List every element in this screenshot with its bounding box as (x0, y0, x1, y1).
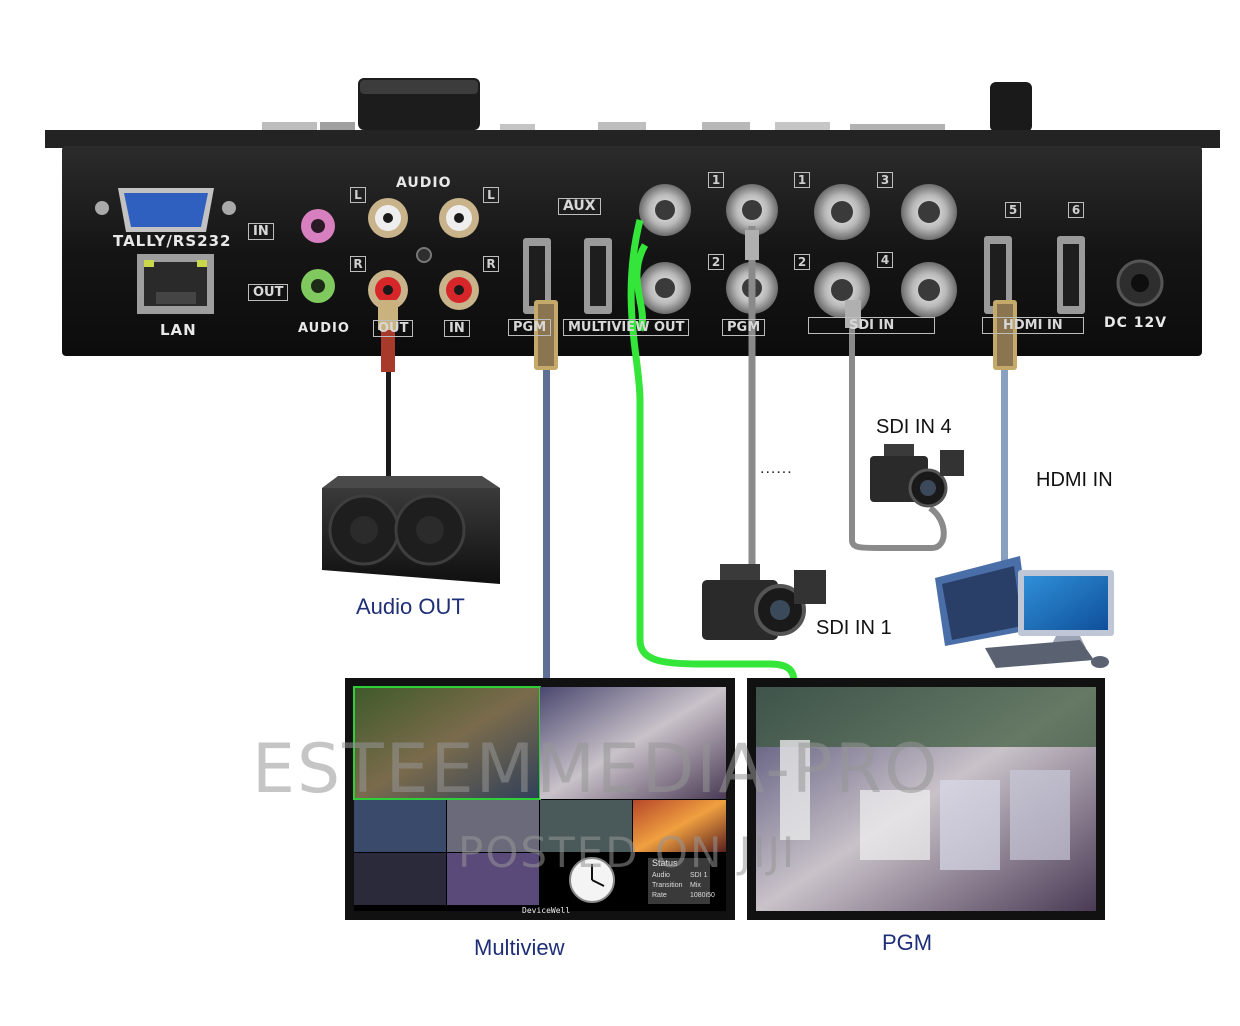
bnc-num-1b: 1 (794, 172, 810, 188)
rca-in-left (439, 198, 479, 238)
status-row-2-value: Mix (690, 882, 701, 889)
hdmi-in-panel-label: HDMI IN (982, 317, 1084, 334)
hdmi-in-label: HDMI IN (1036, 469, 1113, 491)
dc-12v-label: DC 12V (1104, 315, 1168, 331)
bnc-num-1a: 1 (708, 172, 724, 188)
watermark-main: ESTEEMMEDIA-PRO (252, 730, 940, 809)
hdmi-in-5-port (984, 236, 1012, 314)
sdi-in-1-label: SDI IN 1 (816, 617, 892, 639)
lan-port (137, 254, 214, 314)
hdmi-pgm-out-port (523, 238, 551, 314)
ground-screw-icon (416, 247, 432, 263)
audio-l2-label: L (483, 187, 499, 203)
device-top-controls (262, 78, 1032, 134)
bnc-num-2b: 2 (794, 254, 810, 270)
multiview-label: Multiview (474, 935, 565, 960)
multiview-brand: DeviceWell (522, 906, 571, 915)
status-row-3-key: Rate (652, 892, 667, 899)
audio-top-label: AUDIO (396, 175, 452, 191)
hdmi-num-6: 6 (1068, 202, 1084, 218)
multiview-status-title: Status (652, 858, 678, 868)
dc-power-jack (1116, 259, 1164, 307)
camera-sdi-in-1-icon (702, 564, 826, 640)
pgm-hdmi-label: PGM (508, 319, 552, 336)
rca-in-label: IN (444, 320, 470, 337)
hdmi-num-5: 5 (1005, 202, 1021, 218)
lan-label: LAN (160, 321, 197, 339)
bnc-aux-out-2 (639, 262, 691, 314)
audio-in-label: IN (248, 223, 274, 240)
multiview-monitor (345, 678, 735, 920)
bnc-sdi-in-1 (814, 184, 870, 240)
bnc-num-3: 3 (877, 172, 893, 188)
audio-in-jack (301, 209, 335, 243)
audio-r-label: R (350, 256, 366, 272)
sdi-in-1-cable (745, 226, 759, 566)
status-row-2-key: Transition (652, 882, 683, 889)
pgm-sdi-label: PGM (722, 319, 766, 336)
hdmi-multiview-cable (534, 300, 558, 680)
camera-sdi-in-4-icon (870, 444, 964, 508)
sdi-in-4-cable (845, 300, 947, 551)
pgm-label: PGM (882, 930, 933, 955)
audio-r2-label: R (483, 256, 499, 272)
computer-icon (935, 556, 1114, 668)
rca-out-left (368, 198, 408, 238)
audio-l-label: L (350, 187, 366, 203)
bnc-num-4: 4 (877, 252, 893, 268)
hdmi-multiview-out-port (584, 238, 612, 314)
audio-out-jack (301, 269, 335, 303)
status-row-1-key: Audio (652, 872, 670, 879)
audio-cable (378, 300, 398, 480)
sdi-pgm-cable (627, 219, 798, 683)
bnc-aux-out (639, 184, 691, 236)
pgm-monitor (747, 678, 1105, 920)
sdi-in-label: SDI IN (808, 317, 936, 334)
tally-rs232-label: TALLY/RS232 (113, 232, 232, 250)
status-row-3-value: 1080i50 (690, 892, 715, 899)
watermark-sub: POSTED ON JIJI (458, 828, 797, 877)
bnc-sdi-in-3 (901, 184, 957, 240)
more-inputs-dots: ...... (760, 460, 793, 477)
hdmi-in-6-port (1057, 236, 1085, 314)
audio-bottom-label: AUDIO (298, 321, 350, 336)
sdi-in-4-label: SDI IN 4 (876, 416, 952, 438)
speaker-icon (322, 476, 500, 584)
multiview-out-label: MULTIVIEW OUT (563, 319, 690, 336)
bnc-sdi-in-2 (814, 262, 870, 318)
bnc-sdi-in-4 (901, 262, 957, 318)
bnc-num-2a: 2 (708, 254, 724, 270)
status-row-1-value: SDI 1 (690, 872, 708, 879)
rca-in-right (439, 270, 479, 310)
aux-label: AUX (558, 198, 601, 215)
bnc-pgm-out-1 (726, 184, 778, 236)
audio-out-box-label: OUT (248, 284, 289, 301)
hdmi-in-cable (993, 300, 1017, 570)
audio-out-label: Audio OUT (356, 594, 465, 619)
rca-out-label: OUT (373, 320, 414, 337)
vga-port (95, 188, 236, 232)
